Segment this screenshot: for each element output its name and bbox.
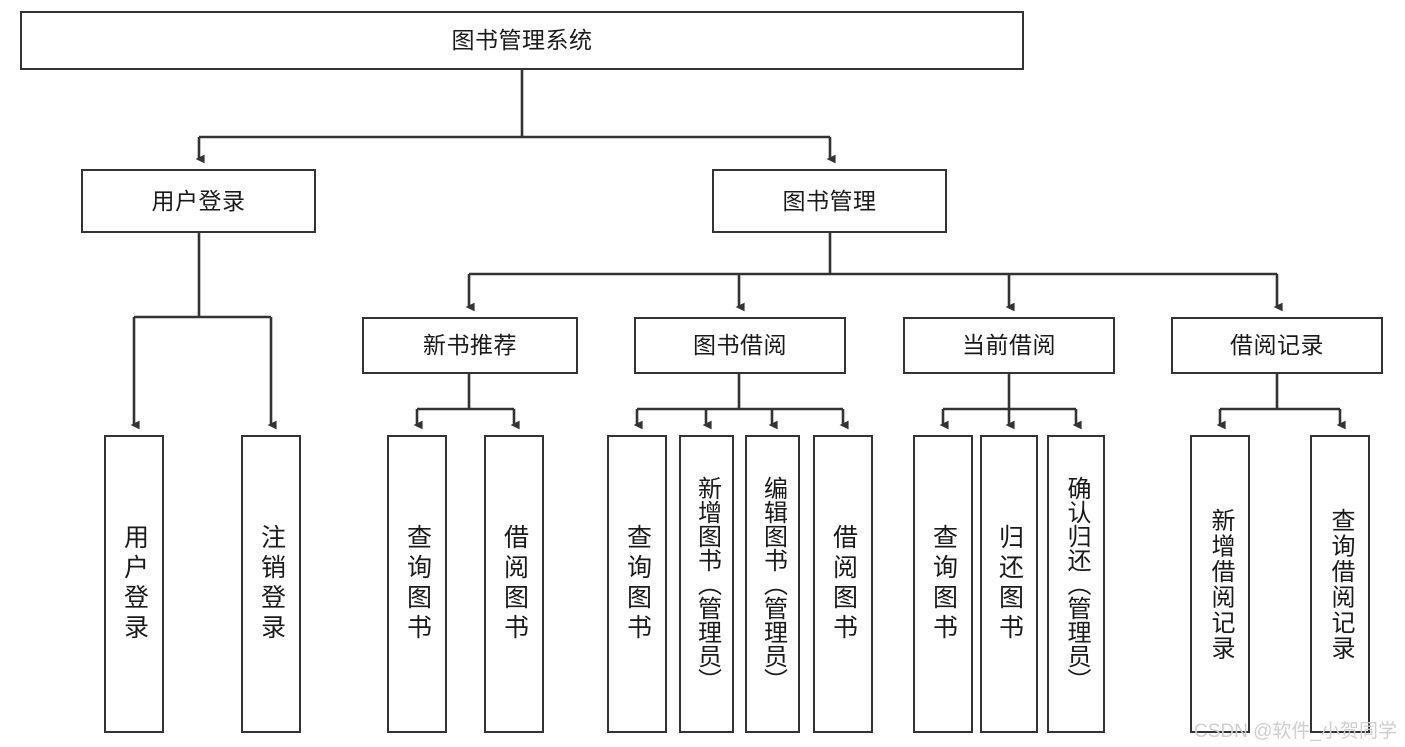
leaf-current-query-book[interactable]: 查询图书 bbox=[913, 435, 973, 733]
leaf-borrow-edit-book-admin-label: 编辑图书（管理员） bbox=[759, 476, 787, 692]
node-root-label: 图书管理系统 bbox=[451, 27, 593, 53]
leaf-user-login-signout-label: 注销登录 bbox=[257, 524, 286, 644]
node-new-book-recommend[interactable]: 新书推荐 bbox=[362, 317, 578, 374]
leaf-user-login-signin-label: 用户登录 bbox=[120, 524, 149, 644]
node-book-management[interactable]: 图书管理 bbox=[712, 169, 947, 233]
leaf-records-add-record[interactable]: 新增借阅记录 bbox=[1190, 435, 1250, 733]
node-current-borrow-label: 当前借阅 bbox=[962, 332, 1056, 358]
leaf-records-add-record-label: 新增借阅记录 bbox=[1207, 507, 1234, 661]
leaf-borrow-add-book-admin-label: 新增图书（管理员） bbox=[693, 476, 721, 692]
node-current-borrow[interactable]: 当前借阅 bbox=[903, 317, 1115, 374]
leaf-borrow-edit-book-admin[interactable]: 编辑图书（管理员） bbox=[745, 435, 800, 733]
leaf-new-book-borrow-label: 借阅图书 bbox=[500, 524, 529, 644]
leaf-current-confirm-return-admin[interactable]: 确认归还（管理员） bbox=[1047, 435, 1105, 733]
node-borrow-records-label: 借阅记录 bbox=[1230, 332, 1324, 358]
node-book-borrow[interactable]: 图书借阅 bbox=[634, 317, 846, 374]
leaf-user-login-signin[interactable]: 用户登录 bbox=[104, 435, 164, 733]
leaf-current-return-book-label: 归还图书 bbox=[995, 524, 1024, 644]
leaf-borrow-add-book-admin[interactable]: 新增图书（管理员） bbox=[679, 435, 734, 733]
node-user-login[interactable]: 用户登录 bbox=[81, 169, 316, 233]
node-book-borrow-label: 图书借阅 bbox=[693, 332, 787, 358]
leaf-borrow-query-book-label: 查询图书 bbox=[623, 524, 652, 644]
leaf-new-book-query-label: 查询图书 bbox=[403, 524, 432, 644]
leaf-user-login-signout[interactable]: 注销登录 bbox=[241, 435, 301, 733]
leaf-records-query-record-label: 查询借阅记录 bbox=[1327, 507, 1354, 661]
node-user-login-label: 用户登录 bbox=[151, 187, 246, 214]
leaf-current-query-book-label: 查询图书 bbox=[929, 524, 958, 644]
leaf-records-query-record[interactable]: 查询借阅记录 bbox=[1310, 435, 1370, 733]
node-borrow-records[interactable]: 借阅记录 bbox=[1171, 317, 1383, 374]
leaf-current-confirm-return-admin-label: 确认归还（管理员） bbox=[1063, 476, 1090, 692]
leaf-current-return-book[interactable]: 归还图书 bbox=[980, 435, 1038, 733]
leaf-borrow-borrow-book-label: 借阅图书 bbox=[829, 524, 858, 644]
leaf-borrow-query-book[interactable]: 查询图书 bbox=[607, 435, 667, 733]
leaf-borrow-borrow-book[interactable]: 借阅图书 bbox=[813, 435, 873, 733]
leaf-new-book-query[interactable]: 查询图书 bbox=[387, 435, 447, 733]
node-book-management-label: 图书管理 bbox=[782, 187, 877, 214]
leaf-new-book-borrow[interactable]: 借阅图书 bbox=[484, 435, 544, 733]
node-new-book-recommend-label: 新书推荐 bbox=[423, 332, 517, 358]
node-root[interactable]: 图书管理系统 bbox=[20, 11, 1024, 70]
